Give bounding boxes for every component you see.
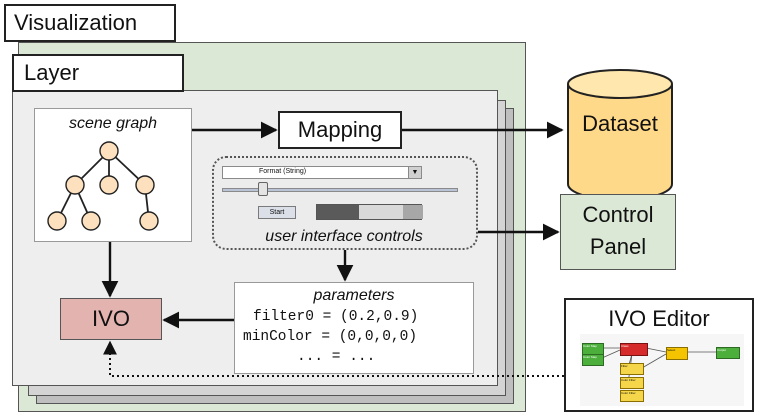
progress-bar [316,204,423,220]
layer-title: Layer [24,60,80,85]
progress-segment-mid [403,205,423,219]
ivo-box: IVO [60,298,162,340]
parameter-line-ellipsis: ... = ... [297,349,376,365]
start-button[interactable]: Start [258,206,296,219]
control-panel-line1: Control [582,202,654,227]
ivo-editor-canvas: Color Map Color Map Class Select Filter … [580,334,744,406]
arrow-ivoeditor-to-ivo [103,340,564,377]
ivo-editor-panel: IVO Editor Color Map Color Map Class Sel… [564,298,754,412]
visualization-title: Visualization [14,10,138,35]
format-dropdown-value: Format (String) [259,168,307,175]
parameter-line-mincolor: minColor = (0,0,0,0) [243,329,418,345]
mapping-box: Mapping [278,111,402,149]
scene-graph-box: scene graph [34,108,192,242]
progress-segment-dark [317,205,359,219]
visualization-title-box: Visualization [4,4,176,42]
slider-track[interactable] [222,188,458,192]
layer-title-box: Layer [12,54,184,92]
format-dropdown[interactable]: Format (String) ▼ [222,166,422,179]
editor-node-yellow-4[interactable]: Color Filter [620,390,644,402]
progress-segment-light [359,205,403,219]
dataset-label: Dataset [582,111,658,136]
control-panel-line2: Panel [589,234,647,259]
ui-controls-caption: user interface controls [265,228,423,245]
scene-graph-label: scene graph [68,115,158,132]
editor-node-green-3[interactable]: Output [716,347,740,359]
editor-node-yellow-1[interactable]: Select [666,347,688,360]
parameter-line-filter: filter0 = (0.2,0.9) [253,309,419,325]
chevron-down-icon: ▼ [408,167,421,178]
editor-node-red[interactable]: Class [620,343,648,356]
tree-icon [47,141,159,231]
control-panel-box: Control Panel [560,194,676,270]
editor-node-green-2[interactable]: Color Map [582,354,604,366]
parameters-box: parameters filter0 = (0.2,0.9) minColor … [234,282,474,374]
parameters-title: parameters [313,287,395,304]
editor-node-yellow-2[interactable]: Filter [620,363,644,375]
slider-thumb[interactable] [258,182,268,196]
mapping-label: Mapping [297,117,383,142]
ivo-editor-title: IVO Editor [608,306,710,331]
editor-node-yellow-3[interactable]: Color Filter [620,377,644,389]
ivo-label: IVO [92,306,130,331]
